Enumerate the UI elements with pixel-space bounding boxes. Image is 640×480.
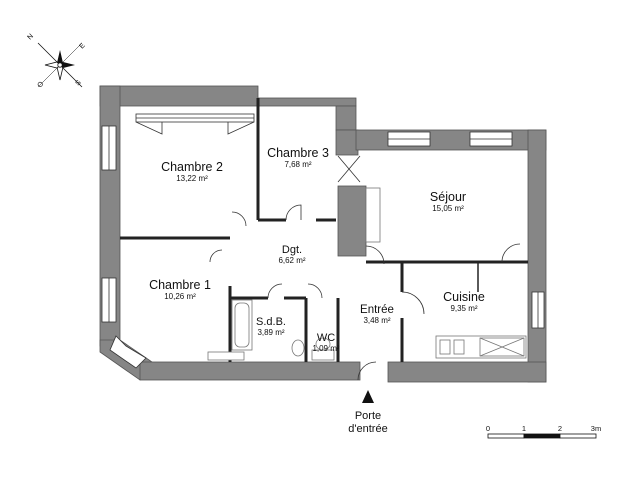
wardrobe <box>365 187 381 243</box>
bathtub <box>231 299 253 351</box>
room-name: Entrée <box>360 304 394 316</box>
room-area: 10,26 m² <box>164 292 196 301</box>
windows <box>101 113 545 369</box>
room-sejour: Séjour 15,05 m² <box>408 190 488 213</box>
room-name: Chambre 3 <box>267 146 329 160</box>
scale-tick-2: 2 <box>558 424 562 433</box>
compass-letter-s: S <box>74 79 82 87</box>
kitchen-counter <box>435 335 527 359</box>
washbasin <box>291 339 305 357</box>
compass-rose <box>37 42 83 88</box>
room-area: 6,62 m² <box>278 256 306 265</box>
room-area: 13,22 m² <box>176 174 208 183</box>
entrance-label: Porte d'entrée <box>336 410 400 436</box>
room-area: 1,09 m² <box>312 344 340 353</box>
room-area: 15,05 m² <box>432 204 464 213</box>
scale-tick-0: 0 <box>486 424 490 433</box>
entrance-arrow-icon <box>362 390 374 403</box>
room-wc: WC 1,09 m² <box>308 332 344 353</box>
room-name: Dgt. <box>281 244 303 256</box>
scale-tick-1: 1 <box>522 424 526 433</box>
scale-tick-3m: 3m <box>591 424 601 433</box>
room-chambre-2: Chambre 2 13,22 m² <box>152 160 232 183</box>
partitions <box>120 98 528 362</box>
room-name: Cuisine <box>443 290 485 304</box>
room-chambre-1: Chambre 1 10,26 m² <box>140 278 220 301</box>
radiator <box>207 351 245 361</box>
room-area: 9,35 m² <box>450 304 478 313</box>
room-name: Chambre 2 <box>161 160 223 174</box>
room-area: 3,89 m² <box>257 328 285 337</box>
room-area: 7,68 m² <box>284 160 312 169</box>
room-entree: Entrée 3,48 m² <box>352 304 402 325</box>
scale-bar <box>487 433 597 439</box>
room-cuisine: Cuisine 9,35 m² <box>424 290 504 313</box>
toilet <box>311 337 335 361</box>
room-dgt: Dgt. 6,62 m² <box>262 244 322 265</box>
room-name: WC <box>316 332 336 344</box>
room-area: 3,48 m² <box>363 316 391 325</box>
room-chambre-3: Chambre 3 7,68 m² <box>258 146 338 169</box>
compass-letter-o: O <box>36 80 45 89</box>
room-name: S.d.B. <box>256 316 286 328</box>
entrance-label-line2: d'entrée <box>348 423 388 435</box>
entrance-label-line1: Porte <box>354 410 382 422</box>
room-name: Séjour <box>429 190 467 204</box>
room-sdb: S.d.B. 3,89 m² <box>246 316 296 337</box>
door-swings <box>209 155 521 381</box>
room-name: Chambre 1 <box>149 278 211 292</box>
compass-letter-e: E <box>78 42 86 50</box>
compass-letter-n: N <box>26 33 35 42</box>
